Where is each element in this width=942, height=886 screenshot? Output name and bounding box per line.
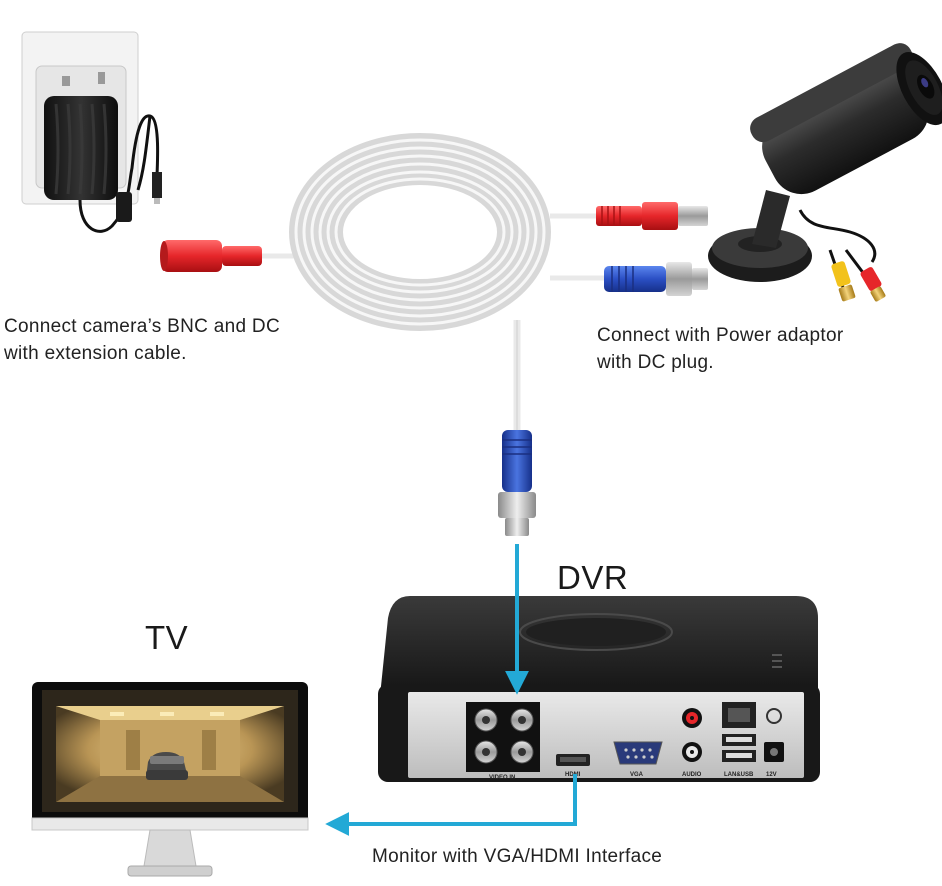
- camera-illustration: [708, 43, 942, 302]
- signal-arrows: [325, 544, 577, 836]
- extension-cable-coil: [262, 133, 605, 432]
- port-label-video-in: VIDEO IN: [489, 775, 515, 781]
- label-camera-extension: Connect camera’s BNC and DC with extensi…: [4, 313, 324, 367]
- lan-usb-ports: LAN&USB: [722, 702, 756, 778]
- dc-female-connector: [160, 240, 262, 272]
- vga-port: VGA: [613, 741, 663, 778]
- port-label-hdmi: HDMI: [565, 772, 581, 778]
- port-label-power: 12V: [766, 772, 777, 778]
- power-port: 12V: [764, 708, 784, 778]
- label-power-adaptor-line2: with DC plug.: [597, 352, 714, 373]
- adapter-cord: [78, 114, 160, 233]
- label-camera-extension-line2: with extension cable.: [4, 343, 187, 364]
- port-label-vga: VGA: [630, 772, 644, 778]
- camera-dc-red: [860, 267, 882, 291]
- label-power-adaptor: Connect with Power adaptor with DC plug.: [597, 322, 897, 376]
- label-dvr: DVR: [557, 559, 629, 596]
- hdmi-port: HDMI: [556, 754, 590, 778]
- port-label-audio: AUDIO: [682, 772, 702, 778]
- dvr-illustration: VIDEO IN HDMI VGA AUDIO: [378, 596, 820, 782]
- label-tv: TV: [145, 619, 189, 656]
- arrow-dvr-to-tv: [325, 774, 577, 836]
- bnc-connector-down: [498, 430, 536, 536]
- port-label-lan-usb: LAN&USB: [724, 772, 754, 778]
- label-monitor-interface: Monitor with VGA/HDMI Interface: [372, 846, 663, 867]
- tv-monitor-illustration: [31, 682, 309, 877]
- dc-male-connector: [596, 202, 708, 230]
- camera-bnc-yellow: [831, 261, 851, 287]
- label-camera-extension-line1: Connect camera’s BNC and DC: [4, 316, 280, 337]
- video-in-ports: VIDEO IN: [466, 702, 540, 781]
- bnc-connector-right: [604, 262, 708, 296]
- audio-ports: AUDIO: [682, 708, 702, 778]
- power-adapter-illustration: [21, 31, 162, 233]
- label-power-adaptor-line1: Connect with Power adaptor: [597, 325, 844, 346]
